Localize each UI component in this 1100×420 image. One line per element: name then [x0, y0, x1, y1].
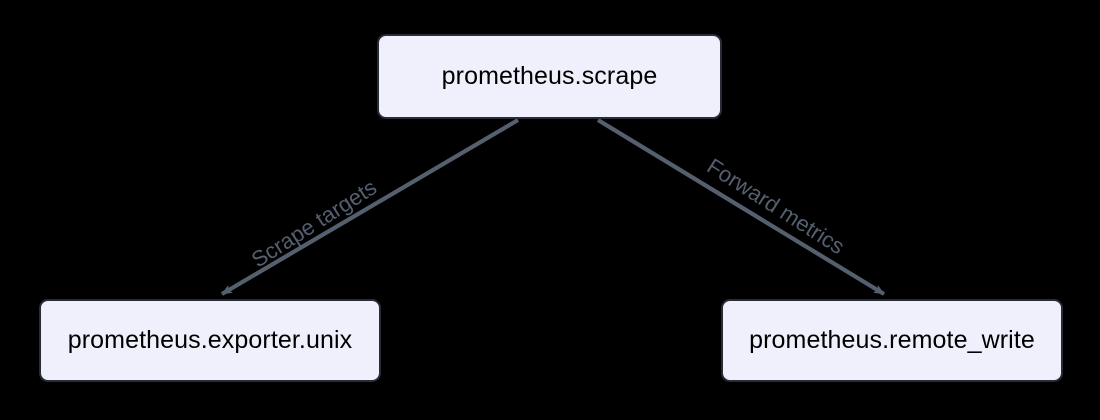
node-prometheus-exporter-unix[interactable]: prometheus.exporter.unix [39, 299, 381, 382]
edge-scrape-to-remote-write [596, 118, 886, 296]
node-label: prometheus.exporter.unix [67, 326, 353, 354]
node-label: prometheus.scrape [441, 62, 658, 90]
edge-scrape-to-exporter [220, 118, 520, 296]
node-label: prometheus.remote_write [749, 326, 1035, 354]
node-prometheus-scrape[interactable]: prometheus.scrape [377, 34, 722, 119]
node-prometheus-remote-write[interactable]: prometheus.remote_write [721, 299, 1063, 382]
